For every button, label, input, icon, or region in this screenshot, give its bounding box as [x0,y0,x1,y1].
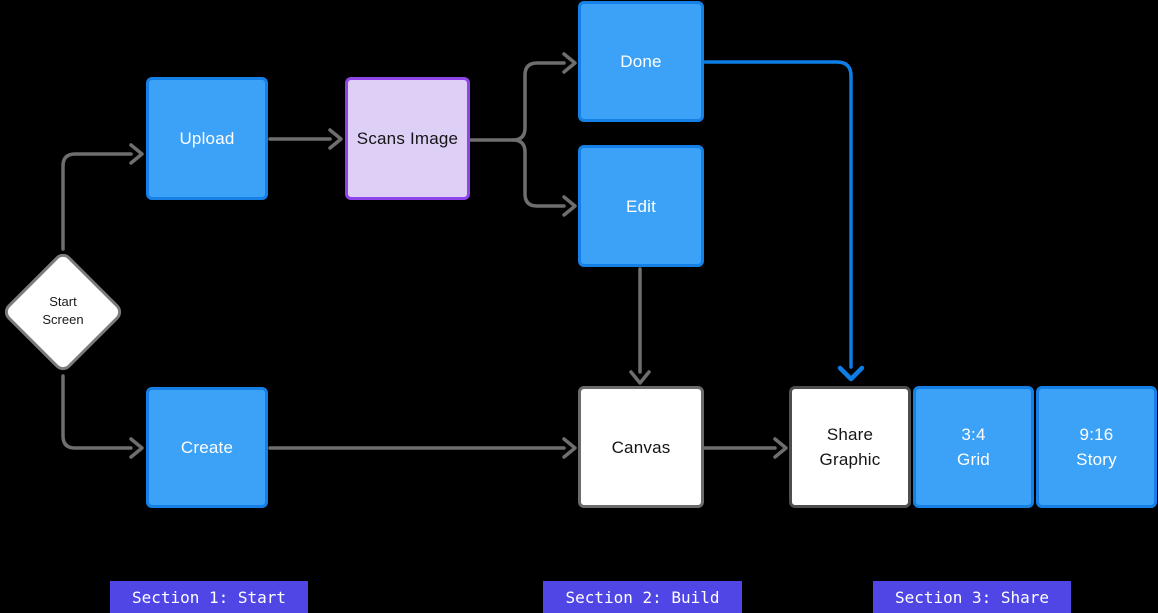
grid-3-4-node[interactable]: 3:4 Grid [913,386,1034,508]
connector-edit-to-canvas[interactable] [629,267,651,385]
section-1-label: Section 1: Start [131,587,287,607]
start-screen-label: Start Screen [42,294,84,327]
canvas-node[interactable]: Canvas [578,386,704,508]
grid-3-4-label-line2: Grid [957,450,990,469]
canvas-label: Canvas [611,437,671,457]
story-9-16-label-line2: Story [1076,450,1117,469]
section-2-label: Section 2: Build [565,587,720,607]
connector-start-to-create[interactable] [61,374,144,459]
section-3-banner[interactable]: Section 3: Share [873,581,1071,613]
connector-canvas-to-share[interactable] [702,437,788,459]
upload-node[interactable]: Upload [146,77,268,200]
arrowhead-down-icon [629,370,651,385]
connector-upload-to-scans[interactable] [268,128,343,150]
create-label: Create [180,438,234,457]
connector-done-to-share[interactable] [703,60,865,382]
edit-node[interactable]: Edit [578,145,704,267]
arrowhead-right-icon [328,128,343,150]
arrowhead-down-icon [837,365,865,382]
scans-image-node[interactable]: Scans Image [345,77,470,200]
section-3-label: Section 3: Share [894,587,1050,607]
connector-scans-to-edit[interactable] [511,138,577,217]
arrowhead-right-icon [562,437,577,459]
arrowhead-right-icon [129,143,144,165]
grid-3-4-label-line1: 3:4 [961,425,986,444]
section-2-banner[interactable]: Section 2: Build [543,581,742,613]
story-9-16-label-line1: 9:16 [1079,425,1114,444]
upload-label: Upload [179,129,235,148]
story-9-16-node[interactable]: 9:16 Story [1036,386,1157,508]
create-node[interactable]: Create [146,387,268,508]
edit-label: Edit [625,196,657,216]
share-graphic-label-line2: Graphic [819,450,881,469]
arrowhead-right-icon [129,437,144,459]
done-node[interactable]: Done [578,1,704,122]
connector-start-to-upload[interactable] [61,143,144,251]
section-1-banner[interactable]: Section 1: Start [110,581,308,613]
share-graphic-label-line1: Share [826,425,874,444]
arrowhead-right-icon [773,437,788,459]
arrowhead-right-icon [562,52,577,74]
scans-image-label: Scans Image [356,129,459,148]
arrowhead-right-icon [562,195,577,217]
connector-scans-to-done[interactable] [468,52,577,142]
connector-create-to-canvas[interactable] [268,437,577,459]
done-label: Done [620,52,662,71]
share-graphic-node[interactable]: Share Graphic [789,386,911,508]
